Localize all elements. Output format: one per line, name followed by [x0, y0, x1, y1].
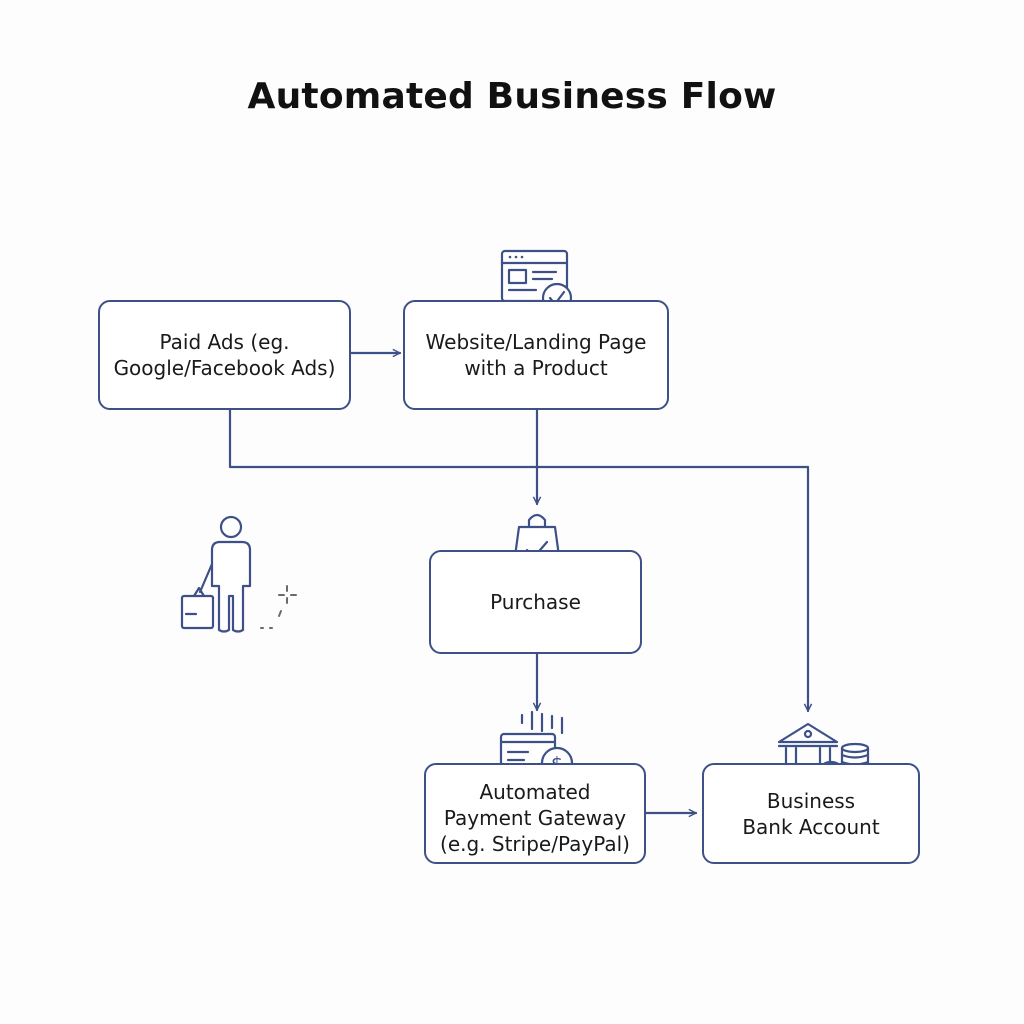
- edge-paid-ads-to-bank: [228, 408, 808, 713]
- node-website-line2: with a Product: [464, 356, 608, 380]
- node-bank-line1: Business: [766, 788, 856, 813]
- node-paid-ads: Paid Ads (eg. Google/Facebook Ads): [98, 300, 351, 410]
- node-website-line1: Website/Landing Page: [425, 330, 647, 354]
- node-gateway-line2: Payment Gateway: [443, 805, 627, 830]
- node-bank-line2: Bank Account: [742, 814, 880, 839]
- node-bank-account: Business Bank Account: [702, 763, 920, 864]
- node-gateway-line3: (e.g. Stripe/PayPal): [440, 831, 630, 856]
- sparkle-decoration: [260, 585, 297, 629]
- node-purchase: Purchase: [429, 550, 642, 654]
- shopper-with-bag-icon: [180, 515, 252, 633]
- node-website: Website/Landing Page with a Product: [403, 300, 669, 410]
- node-gateway-line1: Automated: [479, 779, 591, 804]
- node-purchase-line1: Purchase: [490, 590, 581, 614]
- node-payment-gateway: Automated Payment Gateway (e.g. Stripe/P…: [424, 763, 646, 864]
- node-paid-ads-line2: Google/Facebook Ads): [113, 356, 336, 380]
- node-paid-ads-line1: Paid Ads (eg.: [159, 330, 290, 354]
- diagram-title: Automated Business Flow: [247, 76, 777, 117]
